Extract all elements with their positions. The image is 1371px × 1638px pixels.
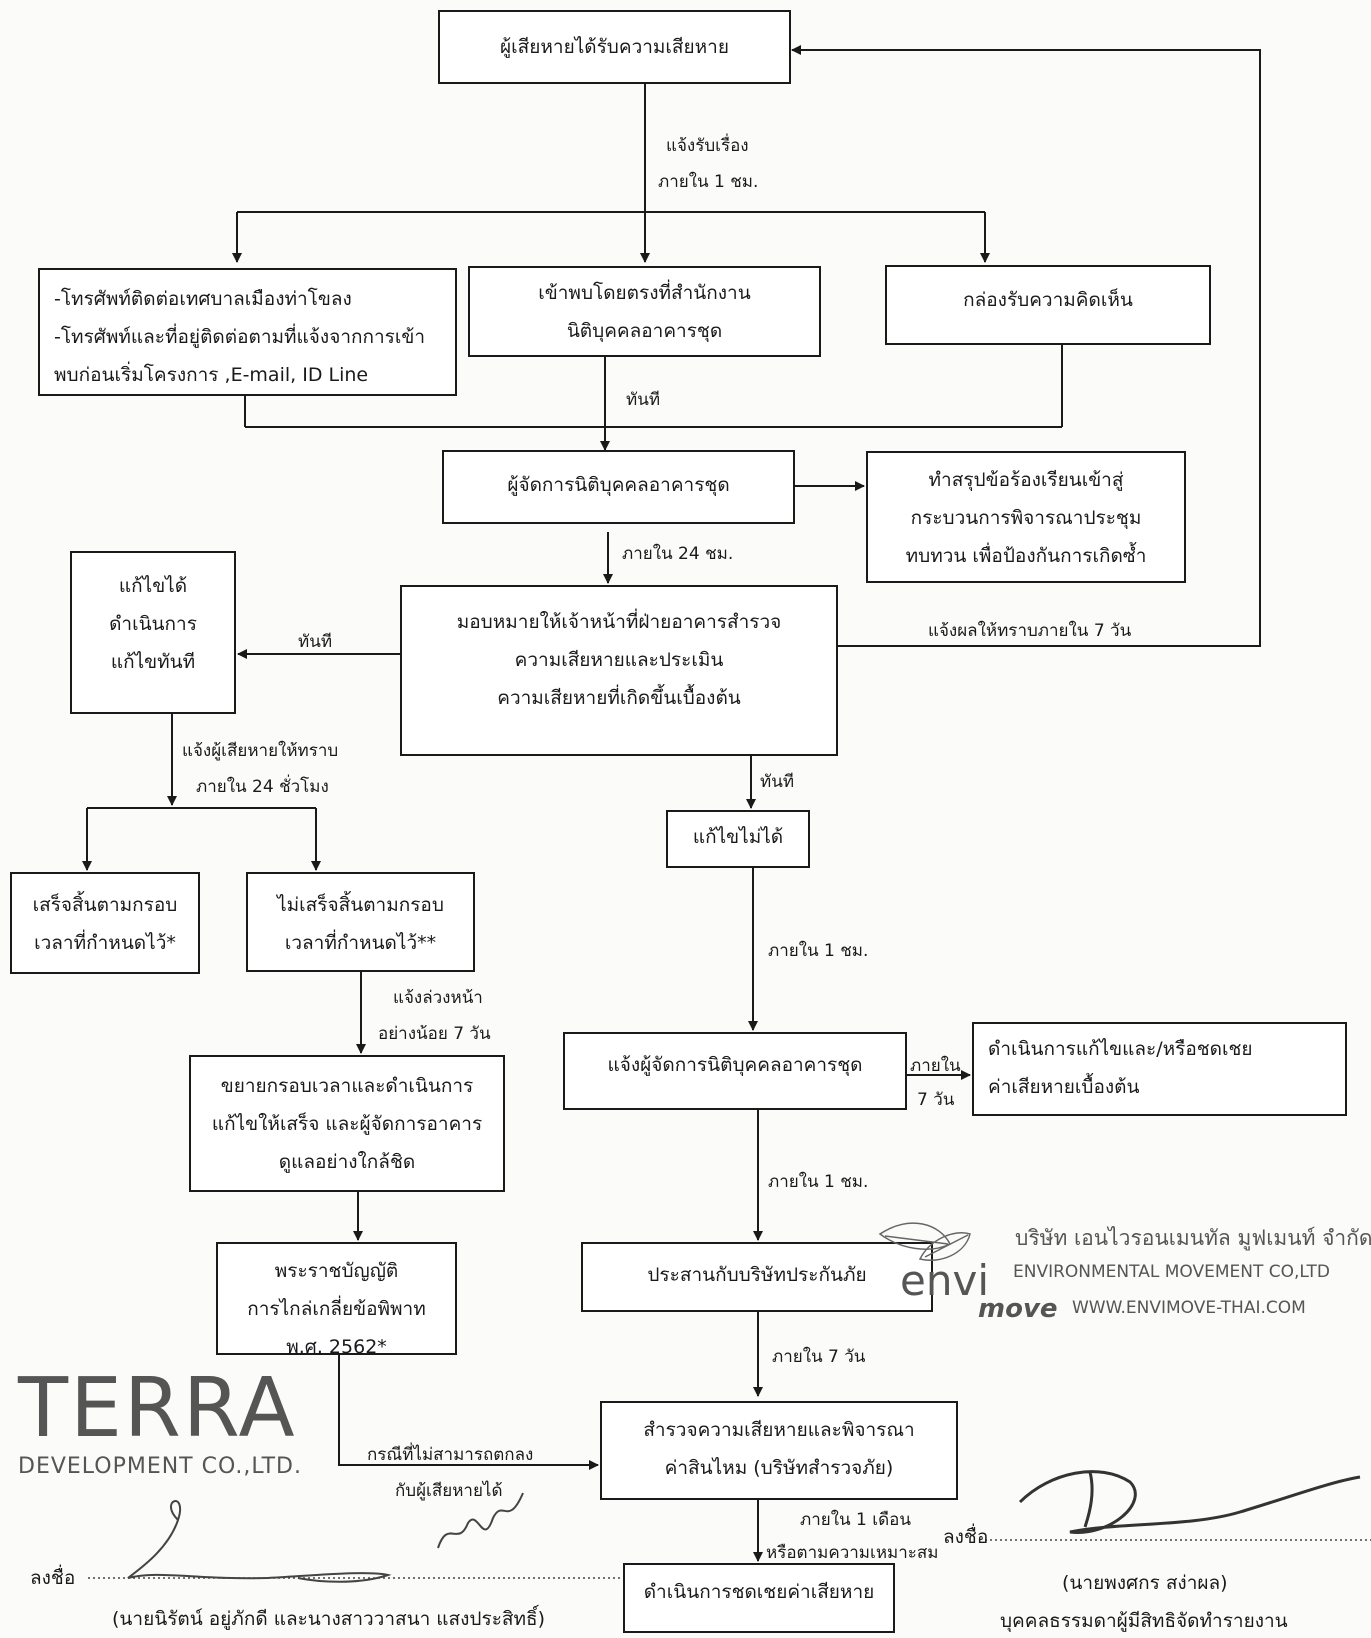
node-extend-timeline: ขยายกรอบเวลาและดำเนินการ แก้ไขให้เสร็จ แ…	[189, 1055, 505, 1192]
terra-logo-name: TERRA	[18, 1361, 297, 1456]
node-done-on-time: เสร็จสิ้นตามกรอบ เวลาที่กำหนดไว้*	[10, 872, 200, 974]
terra-logo-subtitle: DEVELOPMENT CO.,LTD.	[18, 1454, 302, 1479]
node-not-done-on-time: ไม่เสร็จสิ้นตามกรอบ เวลาที่กำหนดไว้**	[246, 872, 475, 972]
node-unfixable: แก้ไขไม่ได้	[666, 810, 810, 868]
label-advance: แจ้งล่วงหน้า	[393, 988, 483, 1008]
label-immediate-manager: ทันที	[626, 390, 661, 410]
sign-right-prefix: ลงชื่อ	[943, 1526, 989, 1548]
label-at-least-7days: อย่างน้อย 7 วัน	[378, 1024, 491, 1044]
envimove-english-name: ENVIRONMENTAL MOVEMENT CO,LTD	[1013, 1262, 1330, 1282]
signature-left	[127, 1500, 392, 1583]
label-immediate-unfixable: ทันที	[760, 772, 795, 792]
label-or-appropriate: หรือตามความเหมาะสม	[766, 1543, 939, 1563]
node-survey-claim: สำรวจความเสียหายและพิจารณา ค่าสินไหม (บร…	[600, 1401, 958, 1500]
node-assign-survey: มอบหมายให้เจ้าหน้าที่ฝ่ายอาคารสำรวจ ความ…	[400, 585, 838, 756]
node-complaint-summary: ทำสรุปข้อร้องเรียนเข้าสู่ กระบวนการพิจาร…	[866, 451, 1186, 583]
sign-right-role: บุคคลธรรมดาผู้มีสิทธิจัดทำรายงาน	[1000, 1610, 1288, 1632]
sign-left-name: (นายนิรัตน์ อยู่ภักดี และนางสาววาสนา แสง…	[112, 1608, 546, 1630]
terra-logo: TERRA DEVELOPMENT CO.,LTD.	[18, 1361, 302, 1480]
signature-right	[1018, 1470, 1361, 1534]
node-office-visit: เข้าพบโดยตรงที่สำนักงาน นิติบุคคลอาคารชุ…	[468, 266, 821, 357]
node-victim: ผู้เสียหายได้รับความเสียหาย	[438, 10, 791, 84]
node-building-manager: ผู้จัดการนิติบุคคลอาคารชุด	[442, 450, 795, 524]
envimove-thai-name: บริษัท เอนไวรอนเมนทัล มูฟเมนท์ จำกัด	[1015, 1226, 1371, 1250]
node-fixable: แก้ไขได้ ดำเนินการ แก้ไขทันที	[70, 551, 236, 714]
label-no-settlement: กรณีที่ไม่สามารถตกลง	[367, 1445, 534, 1465]
label-within-1h-insurance: ภายใน 1 ชม.	[768, 1172, 869, 1192]
node-phone-contact: -โทรศัพท์ติดต่อเทศบาลเมืองท่าโขลง -โทรศั…	[38, 268, 457, 396]
sign-right-name: (นายพงศกร สง่าผล)	[1062, 1572, 1228, 1594]
label-7days: 7 วัน	[917, 1090, 955, 1110]
label-within-1h: ภายใน 1 ชม.	[658, 172, 759, 192]
label-within-1h-notify: ภายใน 1 ชม.	[768, 941, 869, 961]
envimove-logo-envi: envi	[900, 1256, 989, 1305]
signature-middle	[437, 1492, 524, 1549]
label-within: ภายใน	[910, 1056, 961, 1076]
label-within-7days-survey: ภายใน 7 วัน	[772, 1347, 866, 1367]
node-notify-manager: แจ้งผู้จัดการนิติบุคคลอาคารชุด	[563, 1032, 907, 1110]
sign-left-prefix: ลงชื่อ	[30, 1567, 76, 1589]
label-notify-victim: แจ้งผู้เสียหายให้ทราบ	[182, 741, 339, 761]
label-immediate-fix: ทันที	[298, 632, 333, 652]
node-mediation-act: พระราชบัญญัติ การไกล่เกลี่ยข้อพิพาท พ.ศ.…	[216, 1242, 457, 1358]
label-notify-7days: แจ้งผลให้ทราบภายใน 7 วัน	[928, 621, 1132, 641]
envimove-logo-move: move	[978, 1294, 1058, 1324]
label-report: แจ้งรับเรื่อง	[666, 136, 749, 156]
node-compensate: ดำเนินการชดเชยค่าเสียหาย	[623, 1563, 895, 1633]
label-within-24h: ภายใน 24 ชม.	[622, 544, 734, 564]
node-insurance: ประสานกับบริษัทประกันภัย	[581, 1242, 933, 1312]
label-within-24-hours: ภายใน 24 ชั่วโมง	[196, 777, 329, 797]
node-comment-box: กล่องรับความคิดเห็น	[885, 265, 1211, 345]
envimove-website: WWW.ENVIMOVE-THAI.COM	[1072, 1298, 1306, 1318]
node-initial-remedy: ดำเนินการแก้ไขและ/หรือชดเชย ค่าเสียหายเบ…	[972, 1022, 1347, 1116]
label-within-1month: ภายใน 1 เดือน	[800, 1510, 911, 1530]
label-with-victim: กับผู้เสียหายได้	[395, 1481, 503, 1501]
envimove-logo: envi move บริษัท เอนไวรอนเมนทัล มูฟเมนท์…	[870, 1222, 1371, 1332]
leaf-icon	[878, 1222, 971, 1261]
